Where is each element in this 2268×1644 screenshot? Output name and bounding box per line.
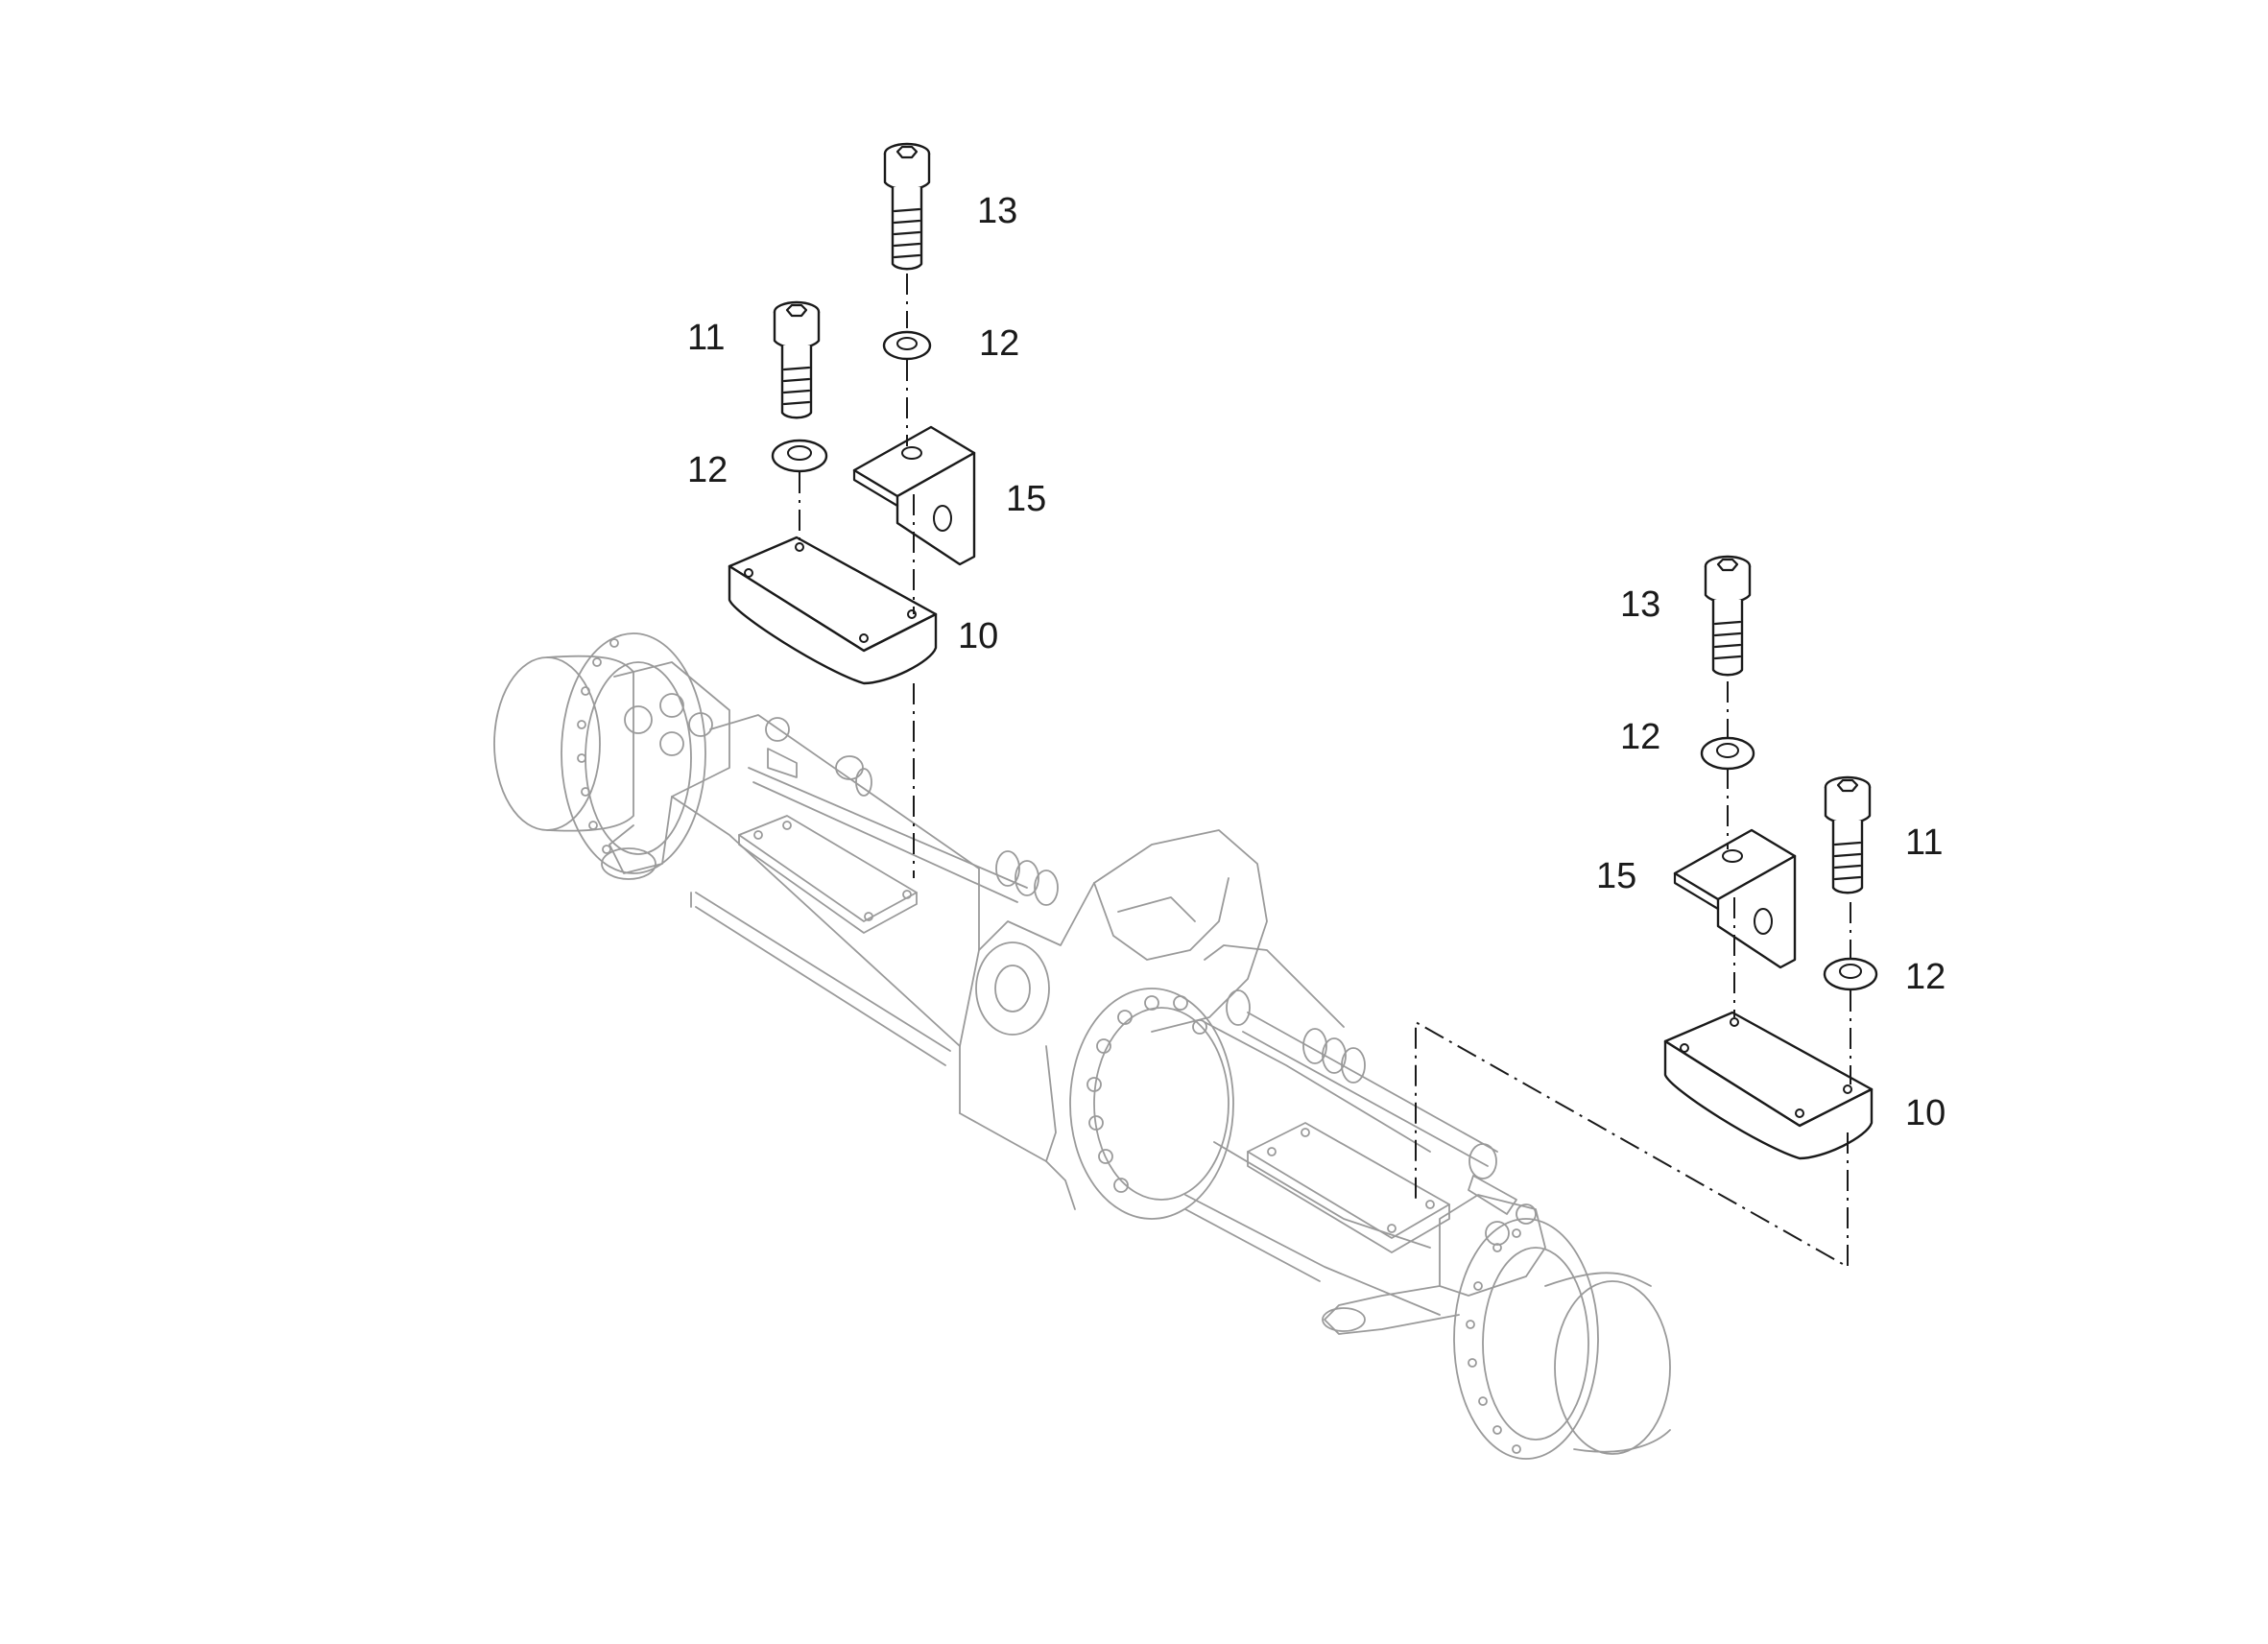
left-mount-parts bbox=[728, 142, 976, 878]
callout-12-right-upper: 12 bbox=[1620, 717, 1660, 757]
callout-11-right: 11 bbox=[1905, 822, 1943, 863]
bracket-15-left bbox=[852, 425, 976, 566]
washer-12-left-lower bbox=[771, 439, 828, 473]
bolt-13-right bbox=[1704, 555, 1752, 677]
callout-10-left: 10 bbox=[958, 616, 998, 656]
washer-12-right-lower bbox=[1823, 957, 1878, 991]
callout-15-right: 15 bbox=[1596, 856, 1636, 896]
axle-assembly bbox=[493, 632, 1671, 1460]
right-mount-parts bbox=[1415, 555, 1878, 1269]
bracket-15-right bbox=[1673, 828, 1797, 969]
callout-11-left: 11 bbox=[687, 318, 725, 358]
callout-12-left-upper: 12 bbox=[979, 323, 1019, 364]
callout-15-left: 15 bbox=[1006, 479, 1046, 519]
callout-10-right: 10 bbox=[1905, 1093, 1946, 1133]
callout-labels: 13 11 12 12 15 10 13 12 15 11 12 10 bbox=[687, 191, 1946, 1133]
bolt-11-right bbox=[1824, 775, 1872, 894]
bolt-11-left bbox=[773, 300, 821, 419]
washer-12-left-upper bbox=[882, 330, 932, 361]
callout-12-right-lower: 12 bbox=[1905, 957, 1946, 997]
block-10-right bbox=[1663, 1011, 1874, 1160]
callout-13-right: 13 bbox=[1620, 584, 1660, 625]
callout-13-left: 13 bbox=[977, 191, 1017, 231]
block-10-left bbox=[728, 536, 938, 685]
callout-12-left-lower: 12 bbox=[687, 450, 728, 490]
bolt-13-left bbox=[883, 142, 931, 271]
washer-12-right-upper bbox=[1700, 736, 1755, 771]
